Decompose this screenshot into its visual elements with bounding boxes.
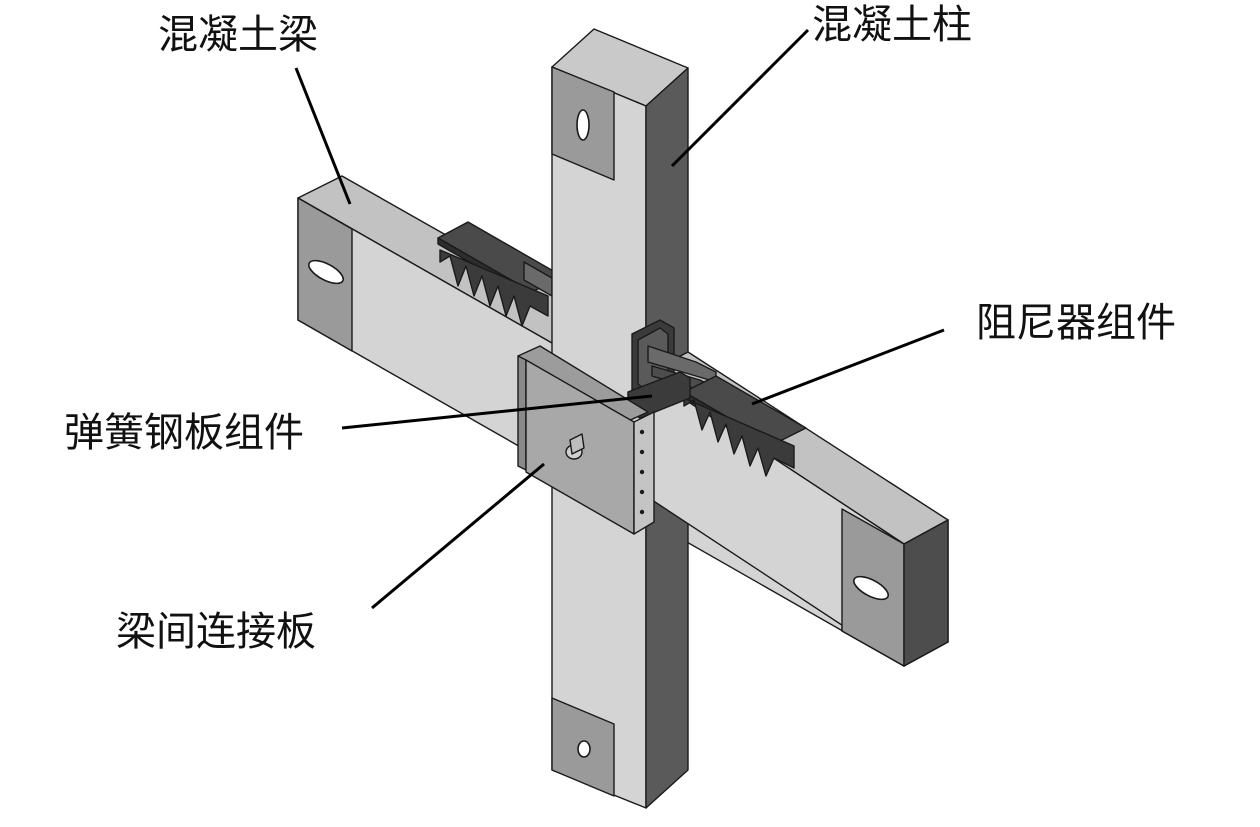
leader-damper (751, 328, 945, 406)
damper-ul-teeth (439, 249, 549, 327)
leader-column (670, 28, 810, 168)
callout-labels: 混凝土梁 混凝土柱 阻尼器组件 弹簧钢板组件 梁间连接板 (64, 2, 1176, 655)
column-top-slot-icon (576, 109, 590, 141)
beam-right-end-face-front (903, 519, 949, 667)
leader-beam (294, 67, 352, 205)
label-damper-assembly: 阻尼器组件 (976, 300, 1176, 346)
label-concrete-column: 混凝土柱 (812, 2, 972, 48)
connection-plate-right-side (633, 411, 655, 535)
label-beam-connection-plate: 梁间连接板 (116, 609, 316, 655)
plate-hole-icon (639, 489, 645, 495)
damper-teeth (683, 397, 795, 477)
plate-hole-icon (639, 509, 645, 515)
damper-upper-left (437, 221, 563, 327)
plate-hole-icon (639, 429, 645, 435)
connection-plate-left-side (517, 355, 527, 471)
damper-assembly-right (631, 319, 807, 477)
leader-connection-plate (371, 462, 545, 610)
label-concrete-beam: 混凝土梁 (158, 12, 318, 58)
beam-left-slot-icon (308, 259, 344, 285)
connection-bolt-shaft (569, 433, 585, 455)
label-spring-plate-assembly: 弹簧钢板组件 (64, 410, 304, 456)
leader-lines (294, 28, 945, 610)
column-bottom-hole-icon (577, 740, 591, 758)
plate-hole-icon (639, 469, 645, 475)
leader-spring-plate (341, 394, 653, 430)
plate-hole-icon (639, 449, 645, 455)
beam-connection-plate (517, 345, 655, 535)
beam-right-slot-front-icon (853, 575, 889, 601)
